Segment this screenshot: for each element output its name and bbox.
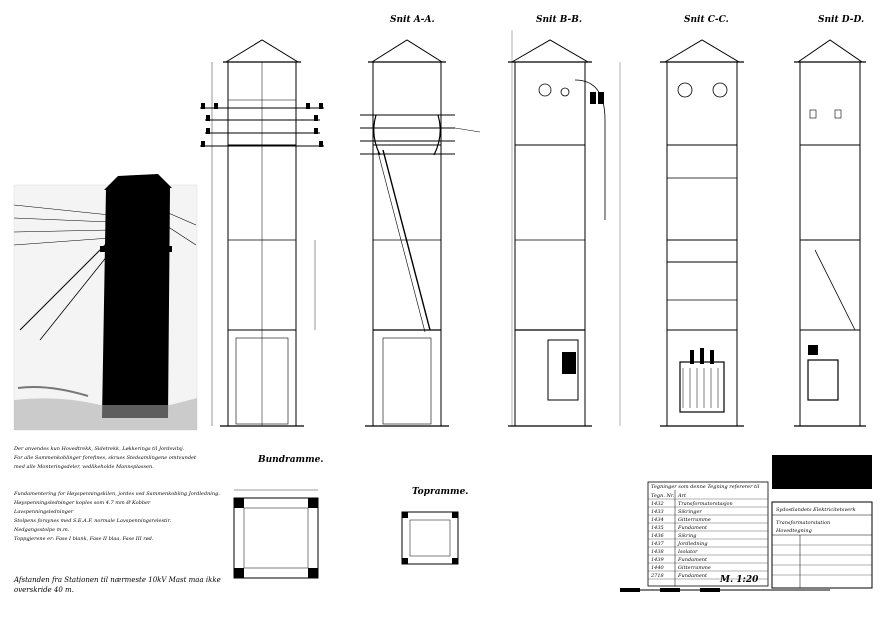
revision-row-description: Gitterramme xyxy=(678,565,711,571)
spec-line-3: Lavspenningsledninger xyxy=(13,509,74,515)
spec-line-4: Stolpens forsynes med S.E.A.F. normale L… xyxy=(14,518,171,524)
revision-row-number: 2718 xyxy=(650,573,664,579)
plan-bundramme xyxy=(233,489,319,579)
section-title-c: Snit C-C. xyxy=(684,15,729,25)
revision-row-number: 1440 xyxy=(651,565,665,571)
revision-row-description: Jordledning xyxy=(677,541,708,547)
revision-row-description: Isolator xyxy=(677,549,698,555)
revision-table xyxy=(647,481,769,587)
tower-section-c xyxy=(660,39,744,427)
plan-topramme xyxy=(401,511,459,565)
revision-row-number: 1433 xyxy=(651,509,664,515)
plan-title-bottom: Bundramme. xyxy=(257,455,323,465)
footnote-line-2: overskride 40 m. xyxy=(14,586,74,594)
revision-row-number: 1435 xyxy=(651,525,664,531)
title-block-company: Sydostlandets Elektricitetsverk xyxy=(776,507,856,513)
note-line-1: Der anvendes kun Hovedtrekk, Sidetrekk, … xyxy=(13,446,185,452)
section-title-b: Snit B-B. xyxy=(536,15,582,25)
revision-row-number: Tegn. Nr. xyxy=(651,493,675,499)
revision-row-number: 1438 xyxy=(651,549,664,555)
tower-elevation-front xyxy=(200,39,324,427)
tower-photograph xyxy=(13,174,198,431)
spec-line-1: Fundamentering for Høyspenningskilen, jo… xyxy=(13,491,220,497)
spec-line-6: Toppgjerene er: Fase I blank, Fase II bl… xyxy=(14,536,154,542)
spec-line-5: Nedgangsstolpe m.m. xyxy=(13,527,70,533)
revision-row-number: 1439 xyxy=(651,557,665,563)
revision-table-rows: Tegn. Nr.Art 1432 Transformatorstasjon 1433… xyxy=(648,493,768,580)
scale-bar xyxy=(620,588,830,592)
tower-section-d xyxy=(794,39,866,427)
title-block-title: Transformatorstation xyxy=(776,520,830,526)
spec-line-2: Høyspenningsledninger koples som 4.7 mm … xyxy=(13,499,151,506)
revision-row-description: Gitterramme xyxy=(678,517,711,523)
note-line-3: med alle Monteringsdeler, vedlikeholde M… xyxy=(14,464,154,470)
note-line-2: For alle Sammenkoblinger forefines, skru… xyxy=(13,455,197,461)
revision-row-description: Fundament xyxy=(677,525,708,531)
plan-title-top: Topramme. xyxy=(412,487,468,497)
tower-section-b xyxy=(508,30,621,427)
title-block xyxy=(771,501,873,589)
tower-section-a xyxy=(360,39,481,427)
revision-table-header: Tegninger som denne Tegning refererer ti… xyxy=(651,484,760,490)
redacted-block xyxy=(772,455,872,489)
revision-row-number: 1436 xyxy=(651,533,665,539)
section-title-d: Snit D-D. xyxy=(818,15,864,25)
title-block-subtitle: Hovedtegning xyxy=(775,528,812,534)
revision-row-description: Fundament xyxy=(677,557,708,563)
revision-row-description: Sikringer xyxy=(678,509,702,515)
section-title-a: Snit A-A. xyxy=(390,15,435,25)
footnote-line-1: Afstanden fra Stationen til nærmeste 10k… xyxy=(13,576,221,584)
revision-row-number: 1434 xyxy=(651,517,664,523)
revision-row-description: Transformatorstasjon xyxy=(678,501,733,507)
revision-row-description: Sikring xyxy=(678,533,696,539)
revision-row-description: Art xyxy=(677,493,687,499)
scale-label: M. 1:20 xyxy=(719,575,759,585)
revision-row-number: 1437 xyxy=(651,541,665,547)
revision-row-description: Fundament xyxy=(677,573,708,579)
revision-row-number: 1432 xyxy=(651,501,664,507)
